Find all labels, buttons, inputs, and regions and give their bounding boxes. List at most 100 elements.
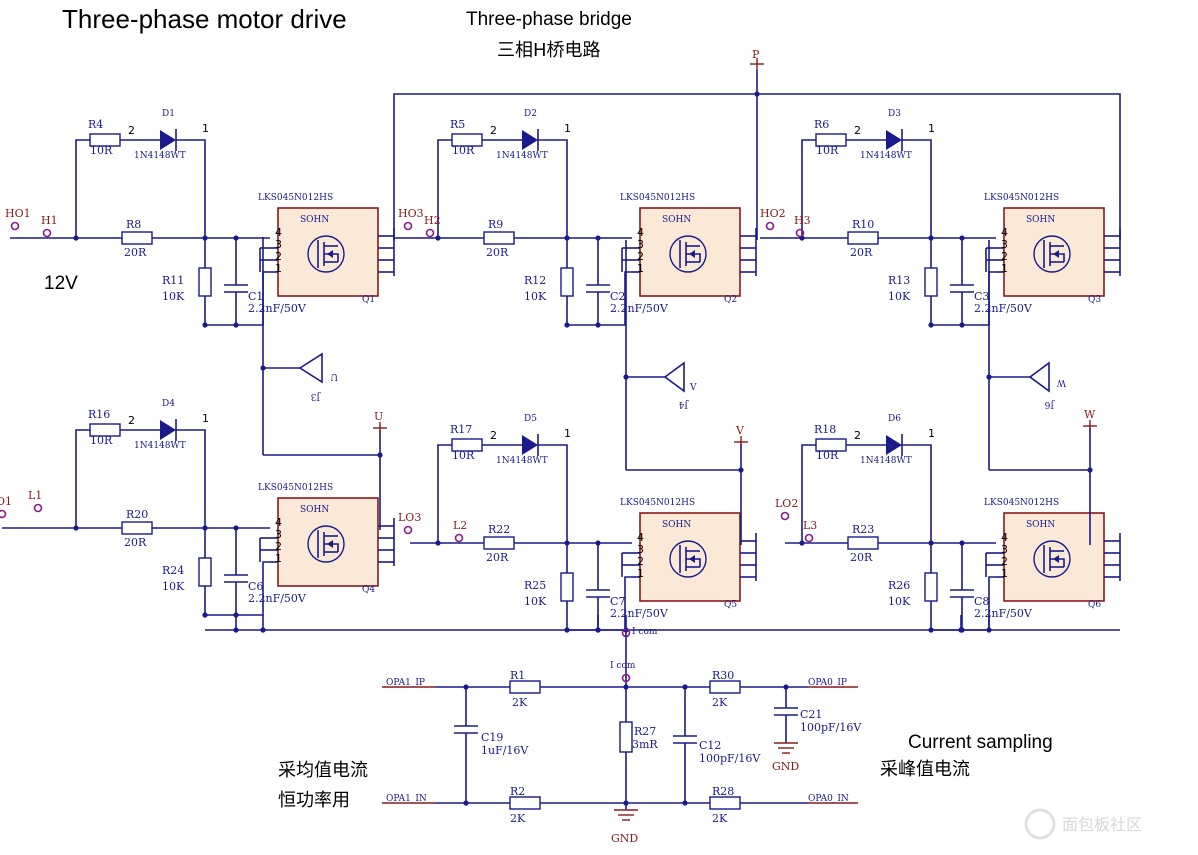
svg-text:LKS045N012HS: LKS045N012HS <box>258 193 333 203</box>
phase-w-flag: W <box>1083 408 1097 430</box>
resistor-r23 <box>847 536 879 550</box>
input-h3[interactable] <box>795 228 805 238</box>
svg-text:1: 1 <box>928 427 935 440</box>
svg-text:R13: R13 <box>888 274 910 287</box>
svg-text:J4: J4 <box>678 399 689 409</box>
resistor-r20 <box>121 521 153 535</box>
svg-text:W: W <box>1056 377 1066 387</box>
svg-text:C2: C2 <box>610 290 625 303</box>
sampling-avg-label: 采均值电流 <box>278 760 368 781</box>
svg-text:10R: 10R <box>90 434 113 447</box>
svg-text:R9: R9 <box>488 218 503 231</box>
phase-wiring <box>260 237 1093 545</box>
svg-text:U: U <box>330 371 338 381</box>
bridge-title-en: Three-phase bridge <box>466 9 632 30</box>
input-o1[interactable] <box>0 509 7 519</box>
svg-text:R28: R28 <box>712 785 734 798</box>
svg-text:4: 4 <box>1001 226 1008 239</box>
svg-text:1: 1 <box>637 262 644 275</box>
svg-text:HO1: HO1 <box>5 207 31 220</box>
svg-text:3: 3 <box>1001 543 1008 556</box>
svg-text:R11: R11 <box>162 274 184 287</box>
svg-text:C7: C7 <box>610 595 625 608</box>
svg-text:1N4148WT: 1N4148WT <box>496 151 548 161</box>
phase-u-flag: U <box>373 410 387 432</box>
input-l2[interactable] <box>454 533 464 543</box>
resistor-r10 <box>847 231 879 245</box>
svg-text:C12: C12 <box>699 739 721 752</box>
title: Three-phase motor drive <box>62 4 347 34</box>
sampling-peak-label: 采峰值电流 <box>880 759 970 780</box>
mosfet-q5 <box>639 512 741 602</box>
r27 <box>619 721 633 753</box>
resistor-r24 <box>198 557 212 587</box>
resistor-r11 <box>198 267 212 297</box>
net-opa1-in: OPA1_IN <box>386 794 427 804</box>
svg-text:1: 1 <box>275 552 282 565</box>
resistor-r9 <box>483 231 515 245</box>
svg-text:R17: R17 <box>450 423 472 436</box>
svg-text:3mR: 3mR <box>632 738 658 751</box>
svg-text:10K: 10K <box>524 595 547 608</box>
svg-text:10K: 10K <box>888 290 911 303</box>
svg-text:L1: L1 <box>28 489 42 502</box>
svg-text:2.2nF/50V: 2.2nF/50V <box>610 302 669 315</box>
svg-text:SOHN: SOHN <box>662 520 691 530</box>
svg-text:1: 1 <box>202 412 209 425</box>
net-opa0-ip: OPA0_IP <box>808 678 847 688</box>
svg-text:10R: 10R <box>452 449 475 462</box>
input-lo2[interactable] <box>780 511 790 521</box>
bridge-title-cn: 三相H桥电路 <box>497 40 601 61</box>
svg-text:10R: 10R <box>90 144 113 157</box>
svg-text:U: U <box>374 410 383 423</box>
svg-text:3: 3 <box>1001 238 1008 251</box>
svg-text:R16: R16 <box>88 408 110 421</box>
resistor-r13 <box>924 267 938 297</box>
svg-text:GND: GND <box>611 832 638 845</box>
svg-text:2K: 2K <box>512 696 528 709</box>
svg-text:W: W <box>1084 408 1096 421</box>
svg-text:1N4148WT: 1N4148WT <box>134 151 186 161</box>
input-l3[interactable] <box>804 533 814 543</box>
svg-text:Q5: Q5 <box>724 600 737 610</box>
svg-text:HO3: HO3 <box>398 207 424 220</box>
svg-text:LKS045N012HS: LKS045N012HS <box>984 498 1059 508</box>
svg-text:SOHN: SOHN <box>300 505 329 515</box>
svg-text:H1: H1 <box>41 214 58 227</box>
svg-text:2: 2 <box>1001 555 1008 568</box>
net-opa1-ip: OPA1_IP <box>386 678 425 688</box>
test-point-j6: W J6 <box>1028 361 1066 409</box>
resistor-r8 <box>121 231 153 245</box>
svg-text:1: 1 <box>564 427 571 440</box>
svg-text:R30: R30 <box>712 669 734 682</box>
svg-text:LKS045N012HS: LKS045N012HS <box>984 193 1059 203</box>
svg-text:4: 4 <box>275 516 282 529</box>
r2 <box>509 796 541 810</box>
svg-text:20R: 20R <box>124 246 147 259</box>
svg-text:I com: I com <box>610 661 636 671</box>
svg-text:R12: R12 <box>524 274 546 287</box>
input-ho1[interactable] <box>10 221 20 231</box>
supply-label: 12V <box>44 273 78 294</box>
input-lo3[interactable] <box>403 525 413 535</box>
svg-text:2: 2 <box>490 429 497 442</box>
svg-text:4: 4 <box>637 226 644 239</box>
svg-text:LKS045N012HS: LKS045N012HS <box>620 498 695 508</box>
input-h2[interactable] <box>425 228 435 238</box>
diode-d4: D4 <box>162 399 175 409</box>
svg-text:2: 2 <box>490 124 497 137</box>
svg-text:Q4: Q4 <box>362 585 375 595</box>
svg-text:4: 4 <box>275 226 282 239</box>
input-ho2[interactable] <box>765 221 775 231</box>
svg-text:J6: J6 <box>1044 399 1055 409</box>
input-h1[interactable] <box>42 228 52 238</box>
svg-text:20R: 20R <box>486 246 509 259</box>
input-l1[interactable] <box>33 503 43 513</box>
diode-d6: D6 <box>888 414 901 424</box>
svg-text:10R: 10R <box>816 144 839 157</box>
test-point-j4: V J4 <box>663 361 697 409</box>
input-ho3[interactable] <box>403 221 413 231</box>
